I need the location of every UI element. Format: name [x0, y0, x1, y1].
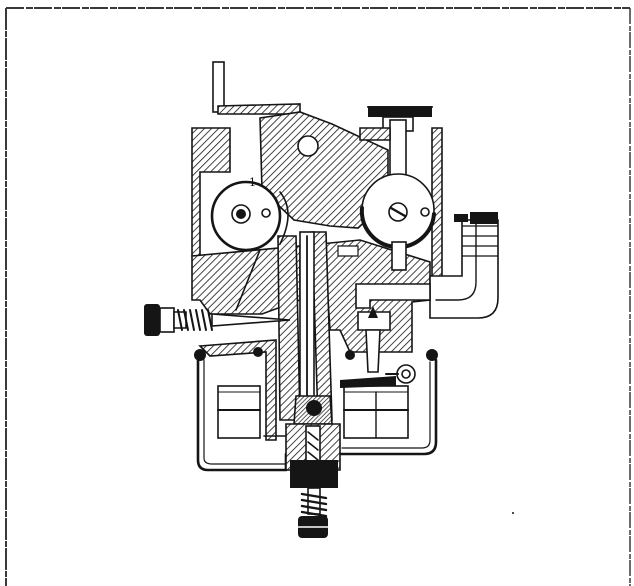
main-jet-adjusting-screw	[285, 423, 341, 538]
fuel-inlet-elbow	[355, 212, 499, 319]
speck	[512, 512, 514, 514]
throttle-plate: 1	[210, 176, 289, 252]
throttle-lever	[212, 61, 301, 115]
float	[217, 376, 409, 439]
idle-mixture-screw	[144, 249, 291, 336]
callout-label: 1	[249, 176, 256, 189]
frame	[5, 7, 631, 586]
float-needle-valve	[357, 306, 416, 384]
main-nozzle	[293, 231, 333, 425]
choke-plate	[359, 173, 436, 271]
